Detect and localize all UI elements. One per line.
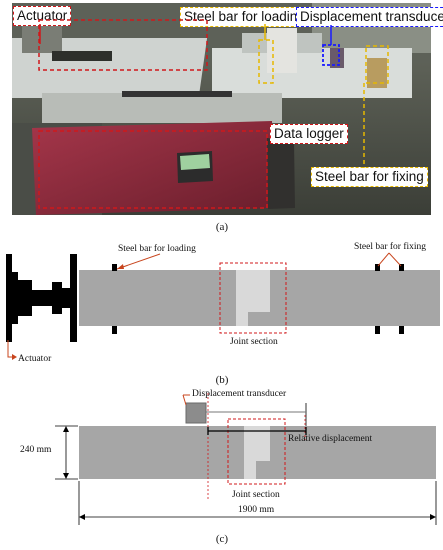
loading-bar-leader-arrow — [117, 264, 124, 269]
caption-a: (a) — [215, 221, 229, 233]
fixing-bar-leader-left — [377, 252, 390, 267]
dimension-schematic: Displacement transducer Relative displac… — [20, 389, 437, 525]
steel-bar-loading-label: Steel bar for loading — [118, 243, 196, 254]
loading-bar-leader — [116, 253, 161, 270]
transducer-callout-box — [322, 44, 340, 66]
joint-section-box — [219, 262, 287, 334]
loading-bar-bottom — [112, 326, 117, 334]
joint-key-shape-c — [244, 426, 270, 479]
data-logger-photo-label: Data logger — [270, 124, 348, 144]
fixing-bar-bottom-left — [375, 326, 380, 334]
joint-section-label-b: Joint section — [230, 337, 278, 347]
displacement-transducer-photo-label: Displacement transducer — [296, 7, 443, 27]
steel-bar-fixing-callout-box — [365, 45, 389, 84]
joint-section-label-c: Joint section — [232, 490, 280, 500]
actuator-label: Actuator — [18, 354, 52, 364]
fixing-bar-bottom-right — [399, 326, 404, 334]
actuator-drawing — [6, 254, 77, 342]
relative-displacement-label: Relative displacement — [288, 434, 373, 444]
height-label: 240 mm — [20, 445, 52, 455]
displacement-transducer-label: Displacement transducer — [192, 389, 287, 399]
actuator-callout-box — [38, 19, 208, 71]
photo-callout-boxes — [38, 19, 389, 209]
actuator-photo-label: Actuator — [13, 6, 72, 26]
steel-bar-fixing-label: Steel bar for fixing — [354, 241, 426, 252]
displacement-transducer-body — [185, 402, 207, 424]
height-arrow-top — [63, 426, 69, 432]
fixing-bar-top-left — [375, 264, 380, 271]
steel-bar-loading-callout-box — [258, 39, 274, 84]
joint-key-shape — [236, 270, 270, 326]
length-arrow-left — [79, 514, 85, 520]
actuator-leader-arrow — [12, 354, 17, 360]
caption-c: (c) — [215, 533, 229, 545]
fixing-bar-leader-right — [388, 252, 402, 267]
length-label: 1900 mm — [238, 505, 275, 515]
length-arrow-right — [430, 514, 436, 520]
caption-b: (b) — [215, 374, 229, 386]
actuator-leader — [7, 340, 12, 358]
transducer-leader — [182, 394, 187, 406]
fixing-bar-top-right — [399, 264, 404, 271]
height-arrow-bottom — [63, 473, 69, 479]
elevation-schematic: Steel bar for loading Steel bar for fixi… — [6, 241, 440, 364]
loading-bar-top — [112, 264, 117, 271]
data-logger-callout-box — [38, 130, 268, 209]
joint-section-box-c — [227, 418, 286, 485]
steel-bar-fixing-photo-label: Steel bar for fixing — [311, 167, 428, 187]
